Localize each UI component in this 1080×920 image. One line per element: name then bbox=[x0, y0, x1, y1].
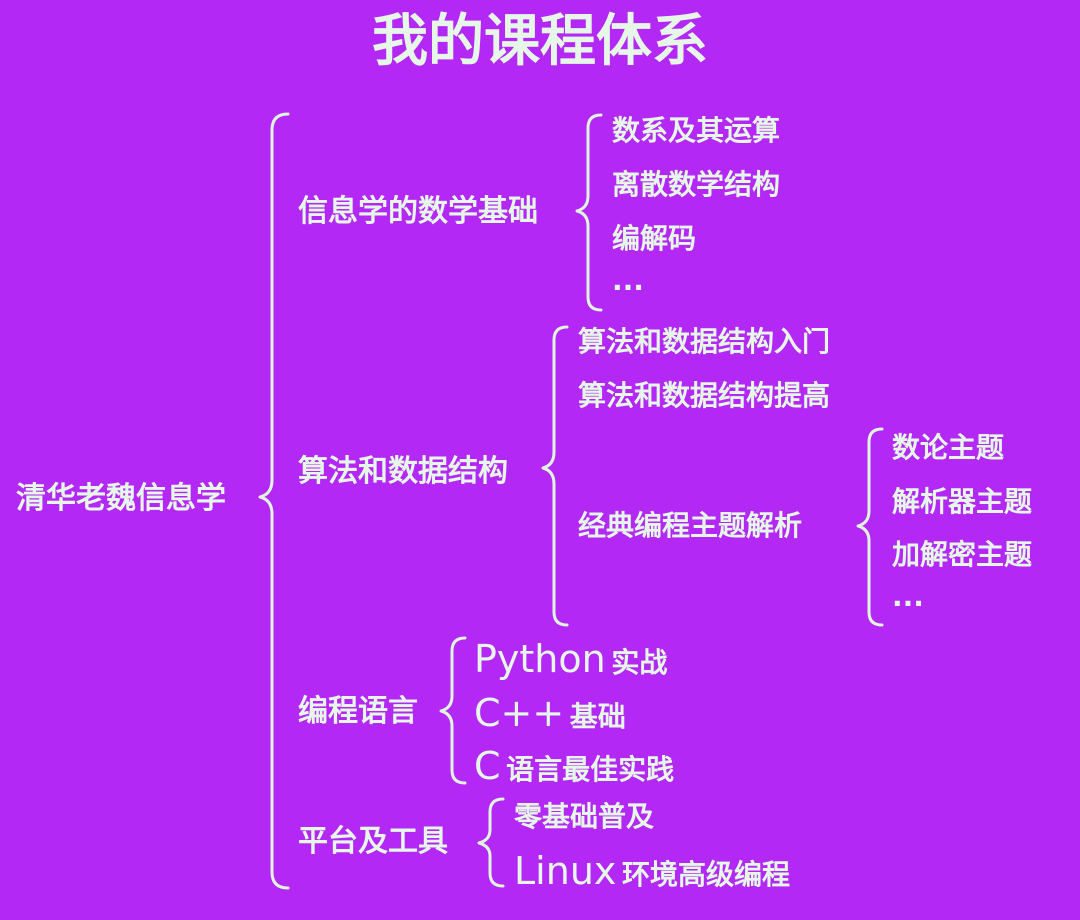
topic-item-crypto: 加解密主题 bbox=[892, 538, 1033, 571]
lang-cpp-cjk: 基础 bbox=[569, 700, 626, 733]
math-item-coding: 编解码 bbox=[612, 222, 697, 255]
branch-platform: 平台及工具 bbox=[298, 824, 448, 859]
branch-algorithms: 算法和数据结构 bbox=[298, 454, 508, 489]
root-brace bbox=[258, 112, 290, 890]
branch-math: 信息学的数学基础 bbox=[298, 194, 538, 229]
math-item-ellipsis: ··· bbox=[612, 271, 644, 304]
algo-item-intro: 算法和数据结构入门 bbox=[578, 325, 831, 358]
branch-languages: 编程语言 bbox=[298, 694, 418, 729]
platform-linux-latin: Linux bbox=[514, 849, 617, 893]
topic-item-number-theory: 数论主题 bbox=[892, 431, 1005, 464]
topic-item-ellipsis: ··· bbox=[892, 587, 924, 620]
lang-item-cpp: C++ 基础 bbox=[474, 694, 626, 732]
platform-item-linux: Linux 环境高级编程 bbox=[514, 852, 790, 890]
platform-item-basics: 零基础普及 bbox=[514, 800, 655, 833]
lang-c-latin: C bbox=[474, 744, 501, 788]
lang-cpp-latin: C++ bbox=[474, 691, 565, 735]
lang-c-cjk: 语言最佳实践 bbox=[506, 753, 675, 786]
platform-linux-cjk: 环境高级编程 bbox=[621, 858, 790, 891]
algorithm-brace bbox=[541, 325, 569, 627]
lang-python-latin: Python bbox=[474, 637, 606, 681]
math-item-discrete-math: 离散数学结构 bbox=[612, 168, 781, 201]
platform-brace bbox=[477, 797, 505, 888]
lang-item-c: C 语言最佳实践 bbox=[474, 747, 674, 785]
root-node: 清华老魏信息学 bbox=[16, 481, 226, 516]
language-brace bbox=[439, 636, 467, 785]
algo-item-advanced: 算法和数据结构提高 bbox=[578, 379, 831, 412]
lang-python-cjk: 实战 bbox=[611, 646, 668, 679]
lang-item-python: Python 实战 bbox=[474, 640, 667, 678]
math-brace bbox=[575, 113, 603, 312]
math-item-number-systems: 数系及其运算 bbox=[612, 114, 781, 147]
algo-sub-topics: 经典编程主题解析 bbox=[578, 509, 803, 542]
topics-brace bbox=[856, 427, 884, 627]
topic-item-parser: 解析器主题 bbox=[892, 485, 1033, 518]
page-title: 我的课程体系 bbox=[372, 9, 708, 74]
